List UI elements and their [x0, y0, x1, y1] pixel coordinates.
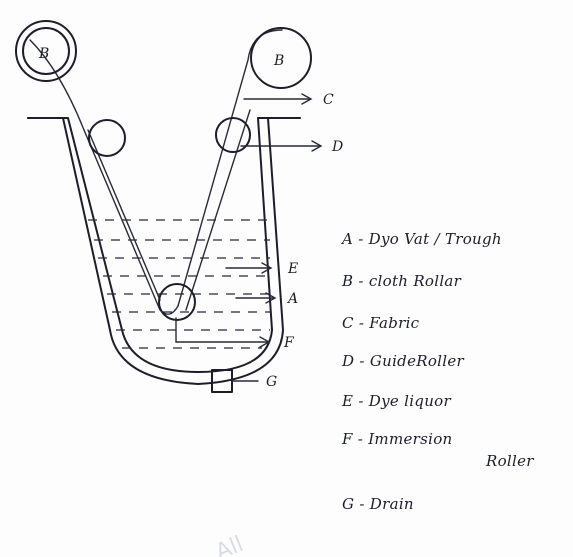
legend-item-d: D - GuideRoller: [342, 352, 465, 370]
pointer-a: A: [235, 291, 298, 307]
guide-roller-right: [215, 117, 251, 153]
dye-vat: [27, 117, 301, 385]
legend-item-b: B - cloth Rollar: [342, 272, 462, 290]
guide-roller-left: [88, 119, 126, 157]
pointer-g: G: [231, 374, 277, 390]
cloth-roller-left: B: [15, 20, 77, 82]
pointer-label-c: C: [323, 92, 334, 108]
cloth-roller-right: B: [250, 27, 312, 89]
pointer-d: D: [240, 139, 343, 155]
roller-label-right: B: [273, 53, 284, 69]
immersion-roller: [158, 283, 196, 321]
roller-label-left: B: [38, 46, 49, 62]
legend-item-c: C - Fabric: [342, 314, 420, 332]
pointer-label-d: D: [331, 139, 343, 155]
legend-item-a: A - Dyo Vat / Trough: [342, 230, 502, 248]
pointer-e: E: [225, 261, 298, 277]
pointer-label-f: F: [283, 335, 295, 351]
pointer-c: C: [243, 92, 334, 108]
dye-liquor: [88, 219, 270, 349]
pointer-label-a: A: [286, 291, 298, 307]
legend-item-e: E - Dye liquor: [342, 392, 451, 410]
legend-item-g: G - Drain: [342, 495, 414, 513]
pointer-f: F: [175, 317, 295, 351]
pointer-label-e: E: [287, 261, 298, 277]
pointer-label-g: G: [266, 374, 277, 390]
